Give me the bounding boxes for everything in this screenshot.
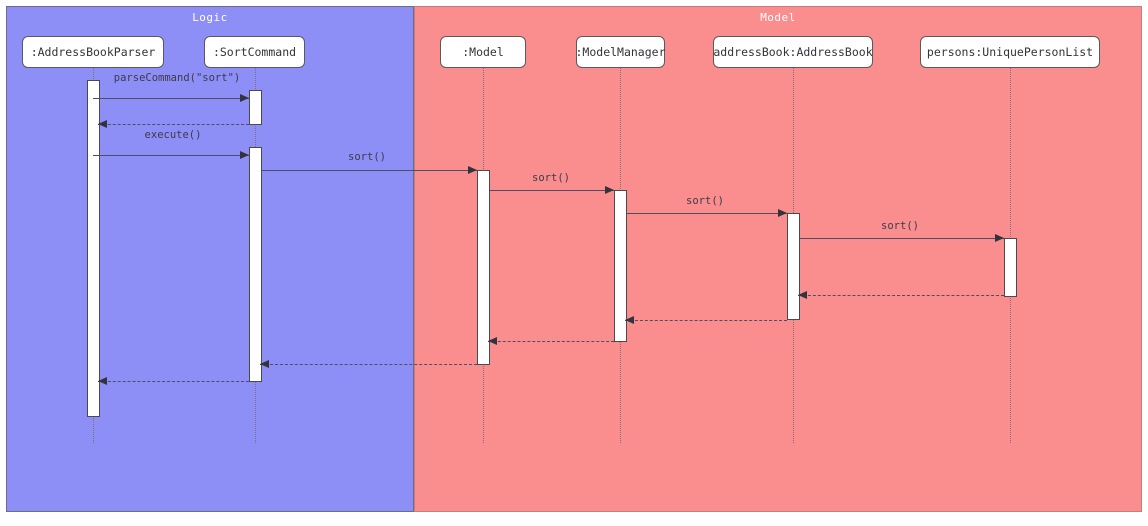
message-line-m5	[490, 190, 614, 191]
arrowhead-m12	[98, 377, 107, 385]
partition-model: Model	[414, 6, 1142, 512]
arrowhead-m6	[778, 209, 787, 217]
arrowhead-m9	[625, 316, 634, 324]
partition-logic: Logic	[6, 6, 414, 512]
message-line-m3	[93, 155, 249, 156]
arrowhead-m8	[798, 291, 807, 299]
message-line-m2	[98, 124, 249, 125]
message-line-m10	[488, 341, 614, 342]
activation-bar-ab	[787, 213, 800, 320]
arrowhead-m1	[240, 94, 249, 102]
message-label-m1: parseCommand("sort")	[113, 72, 241, 84]
message-line-m12	[98, 381, 249, 382]
arrowhead-m3	[240, 151, 249, 159]
activation-bar-mgr	[614, 190, 627, 342]
arrowhead-m7	[995, 234, 1004, 242]
partition-title-logic: Logic	[192, 11, 228, 24]
message-label-m3: execute()	[144, 129, 202, 141]
message-line-m7	[800, 238, 1004, 239]
message-line-m1	[93, 98, 249, 99]
message-label-m7: sort()	[881, 220, 919, 232]
arrowhead-m2	[98, 120, 107, 128]
activation-bar-persons	[1004, 238, 1017, 297]
message-line-m6	[627, 213, 787, 214]
participant-persons[interactable]: persons:UniquePersonList	[920, 36, 1100, 68]
message-label-m4: sort()	[348, 151, 386, 163]
message-label-m6: sort()	[686, 195, 724, 207]
arrowhead-m5	[605, 186, 614, 194]
arrowhead-m11	[260, 360, 269, 368]
arrowhead-m4	[468, 166, 477, 174]
message-line-m8	[798, 295, 1004, 296]
message-line-m4	[262, 170, 477, 171]
activation-bar-parser	[87, 80, 100, 417]
arrowhead-m10	[488, 337, 497, 345]
participant-parser[interactable]: :AddressBookParser	[22, 36, 164, 68]
activation-bar-sortcmd	[249, 90, 262, 125]
activation-bar-sortcmd	[249, 147, 262, 382]
participant-model[interactable]: :Model	[440, 36, 526, 68]
message-line-m11	[260, 364, 477, 365]
participant-mgr[interactable]: :ModelManager	[576, 36, 666, 68]
participant-ab[interactable]: addressBook:AddressBook	[713, 36, 873, 68]
participant-sortcmd[interactable]: :SortCommand	[204, 36, 305, 68]
message-line-m9	[625, 320, 787, 321]
partition-title-model: Model	[760, 11, 796, 24]
activation-bar-model	[477, 170, 490, 365]
message-label-m5: sort()	[532, 172, 570, 184]
